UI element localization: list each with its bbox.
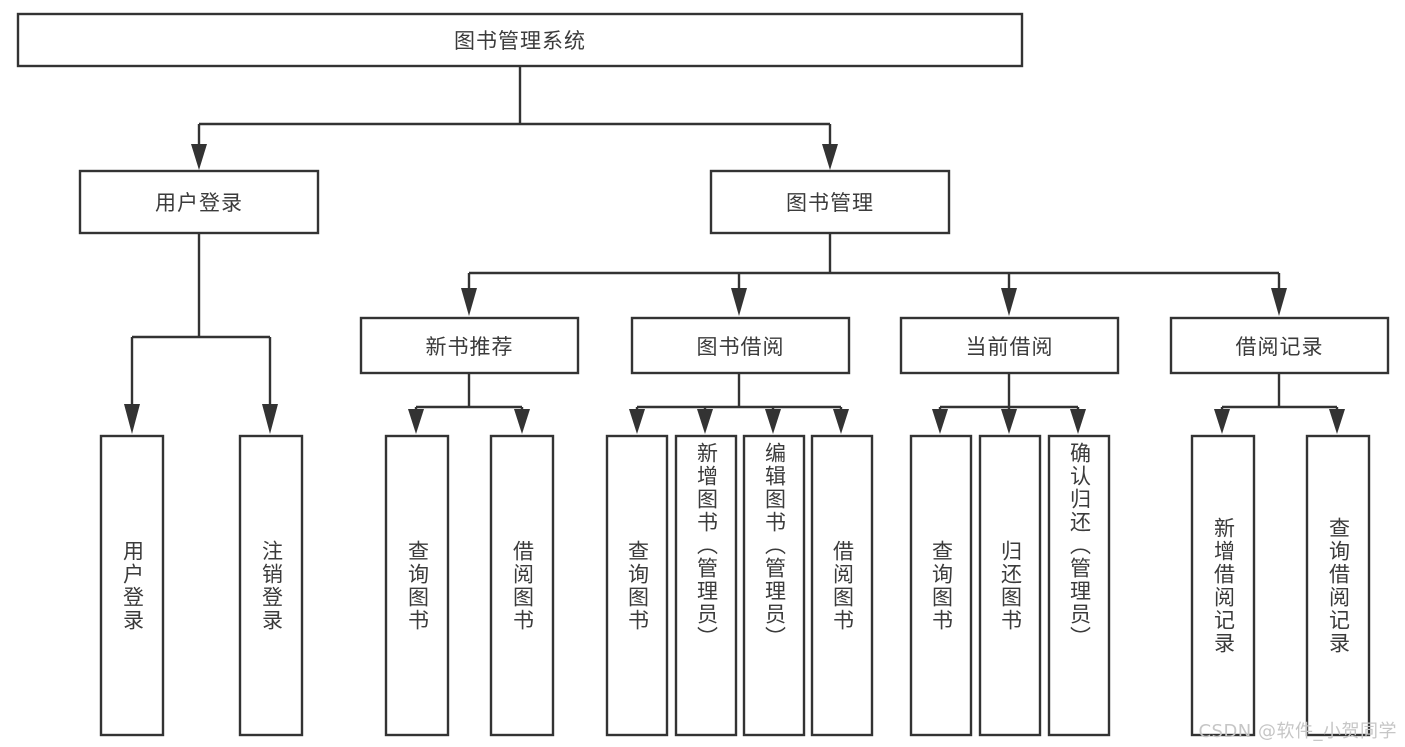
leaf-box-cb-query-book[interactable] xyxy=(909,434,973,737)
watermark-label: CSDN @软件_小贺同学 xyxy=(1198,721,1397,742)
leaf-box-cb-return-book[interactable] xyxy=(978,434,1042,737)
leaf-box-br-query-record[interactable] xyxy=(1305,434,1371,737)
arrow-head-bb-borrow xyxy=(833,409,849,434)
leaf-box-user-login[interactable] xyxy=(99,434,165,737)
arrow-head-cb-query xyxy=(932,409,948,434)
leaf-box-logout[interactable] xyxy=(238,434,304,737)
arrow-head-current-borrow xyxy=(1001,288,1017,316)
arrow-head-bb-add xyxy=(697,409,713,434)
arrow-head-new-book xyxy=(461,288,477,316)
node-box-current-borrow[interactable] xyxy=(899,316,1120,375)
arrow-head-leaf-user-login xyxy=(124,404,140,434)
arrow-head-br-add xyxy=(1214,409,1230,434)
arrow-head-user-login xyxy=(191,144,207,170)
leaf-box-cb-confirm-return[interactable] xyxy=(1047,434,1111,737)
node-box-book-borrow[interactable] xyxy=(630,316,851,375)
connector-currentborrow-to-leaves xyxy=(932,373,1086,434)
connector-bookmanage-to-level2 xyxy=(461,233,1287,316)
leaf-box-bb-query-book[interactable] xyxy=(605,434,669,737)
node-box-user-login[interactable] xyxy=(78,169,320,235)
leaf-box-nb-query-book[interactable] xyxy=(384,434,450,737)
leaf-box-nb-borrow-book[interactable] xyxy=(489,434,555,737)
connector-borrowrecord-to-leaves xyxy=(1214,373,1345,434)
leaf-box-bb-add-book[interactable] xyxy=(674,434,738,737)
connector-bookborrow-to-leaves xyxy=(629,373,849,434)
arrow-head-br-query xyxy=(1329,409,1345,434)
arrow-head-book-manage xyxy=(822,144,838,170)
node-box-book-manage[interactable] xyxy=(709,169,951,235)
arrow-head-borrow-record xyxy=(1271,288,1287,316)
arrow-head-bb-edit xyxy=(765,409,781,434)
connector-userlogin-to-leaves xyxy=(124,233,278,434)
arrow-head-nb-borrow xyxy=(514,409,530,434)
arrow-head-bb-query xyxy=(629,409,645,434)
arrow-head-book-borrow xyxy=(731,288,747,316)
arrow-head-leaf-logout xyxy=(262,404,278,434)
node-box-root[interactable] xyxy=(16,12,1024,68)
node-box-new-book-recommend[interactable] xyxy=(359,316,580,375)
node-box-borrow-record[interactable] xyxy=(1169,316,1390,375)
arrow-head-cb-return xyxy=(1001,409,1017,434)
leaf-box-bb-borrow-book[interactable] xyxy=(810,434,874,737)
arrow-head-nb-query xyxy=(408,409,424,434)
leaf-box-bb-edit-book[interactable] xyxy=(742,434,806,737)
arrow-head-cb-confirm xyxy=(1070,409,1086,434)
leaf-box-br-add-record[interactable] xyxy=(1190,434,1256,737)
connector-newbook-to-leaves xyxy=(408,373,530,434)
connector-root-to-level1 xyxy=(191,66,838,170)
